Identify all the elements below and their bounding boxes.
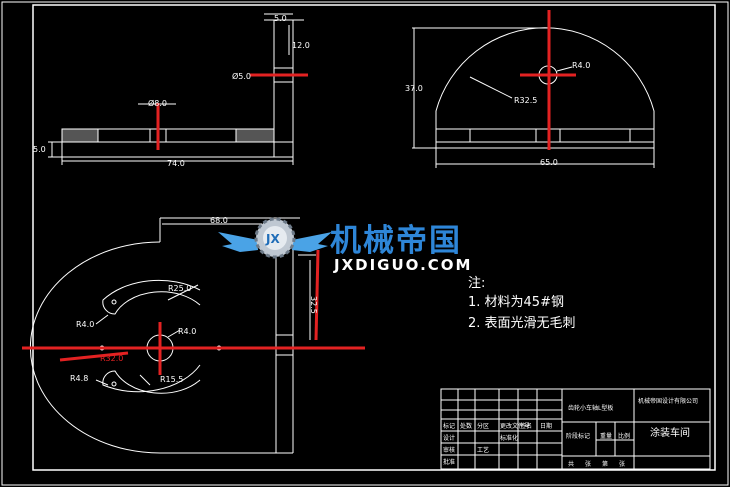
centerline — [314, 249, 320, 341]
side-view — [48, 13, 304, 165]
dim-side-hole: Ø5.0 — [232, 71, 251, 81]
dim-plan-slot-bottom: R4.8 — [70, 374, 88, 383]
logo-title: 机械帝国 — [330, 223, 462, 259]
tb-cell-14: 共 — [568, 460, 574, 468]
dim-side-top: 5.0 — [274, 14, 287, 23]
tb-company: 机械帝国设计有限公司 — [638, 397, 698, 405]
tb-cell-8: 阶段标记 — [566, 432, 590, 440]
note-item-1: 1. 材料为45#钢 — [468, 295, 564, 310]
dim-thickness: 5.0 — [33, 145, 46, 154]
dim-front-arc: R32.5 — [514, 96, 537, 105]
tb-part-name: 齿轮小车轴L型板 — [568, 404, 613, 412]
title-block — [440, 388, 711, 470]
dim-side-12: 12.0 — [292, 41, 310, 50]
tb-cell-3: 更改文件号 — [500, 422, 530, 430]
tb-cell-11: 审核 — [443, 446, 455, 454]
dim-front-height: 37.0 — [405, 84, 423, 93]
tb-cell-5: 日期 — [540, 422, 552, 430]
dim-front-hole: R4.0 — [572, 61, 590, 70]
dim-plan-offset: 32.5 — [309, 296, 318, 314]
dim-bottom-hole: Ø8.0 — [148, 98, 167, 108]
dim-length: 74.0 — [167, 159, 185, 168]
dim-front-width: 65.0 — [540, 158, 558, 167]
wing-right-icon — [292, 232, 332, 252]
tb-cell-1: 处数 — [460, 422, 472, 430]
tb-cell-9: 重量 — [600, 432, 612, 440]
tb-cell-4: 签名 — [520, 422, 532, 430]
tb-cell-15: 张 — [585, 460, 591, 468]
note-item-2: 2. 表面光滑无毛刺 — [468, 316, 576, 331]
dim-plan-slot-top: R4.0 — [76, 320, 94, 329]
logo-badge: JX — [265, 232, 280, 246]
logo-subtitle: JXDIGUO.COM — [333, 256, 472, 274]
dim-plan-outer: R25.0 — [168, 284, 191, 293]
tb-cell-0: 标记 — [443, 422, 455, 430]
inner-border — [32, 4, 716, 471]
tb-cell-7: 标准化 — [500, 434, 518, 442]
tb-workshop: 涂装车间 — [650, 426, 690, 439]
centerline — [59, 351, 129, 362]
notes-heading: 注: — [468, 276, 486, 291]
tb-cell-6: 设计 — [443, 434, 455, 442]
dim-plan-center: R4.0 — [178, 327, 196, 336]
dim-plan-width: 68.0 — [210, 216, 228, 225]
tb-cell-12: 工艺 — [477, 446, 489, 454]
tb-cell-16: 第 — [602, 460, 608, 468]
wing-left-icon — [218, 232, 258, 252]
tb-cell-2: 分区 — [477, 422, 489, 430]
tb-cell-10: 比例 — [618, 432, 630, 440]
dim-plan-big: R32.0 — [100, 354, 123, 363]
tb-cell-13: 批准 — [443, 458, 455, 466]
dim-plan-inner: R15.5 — [160, 375, 183, 384]
tb-cell-17: 张 — [619, 460, 625, 468]
watermark-logo: JX 机械帝国 JXDIGUO.COM — [218, 217, 472, 274]
